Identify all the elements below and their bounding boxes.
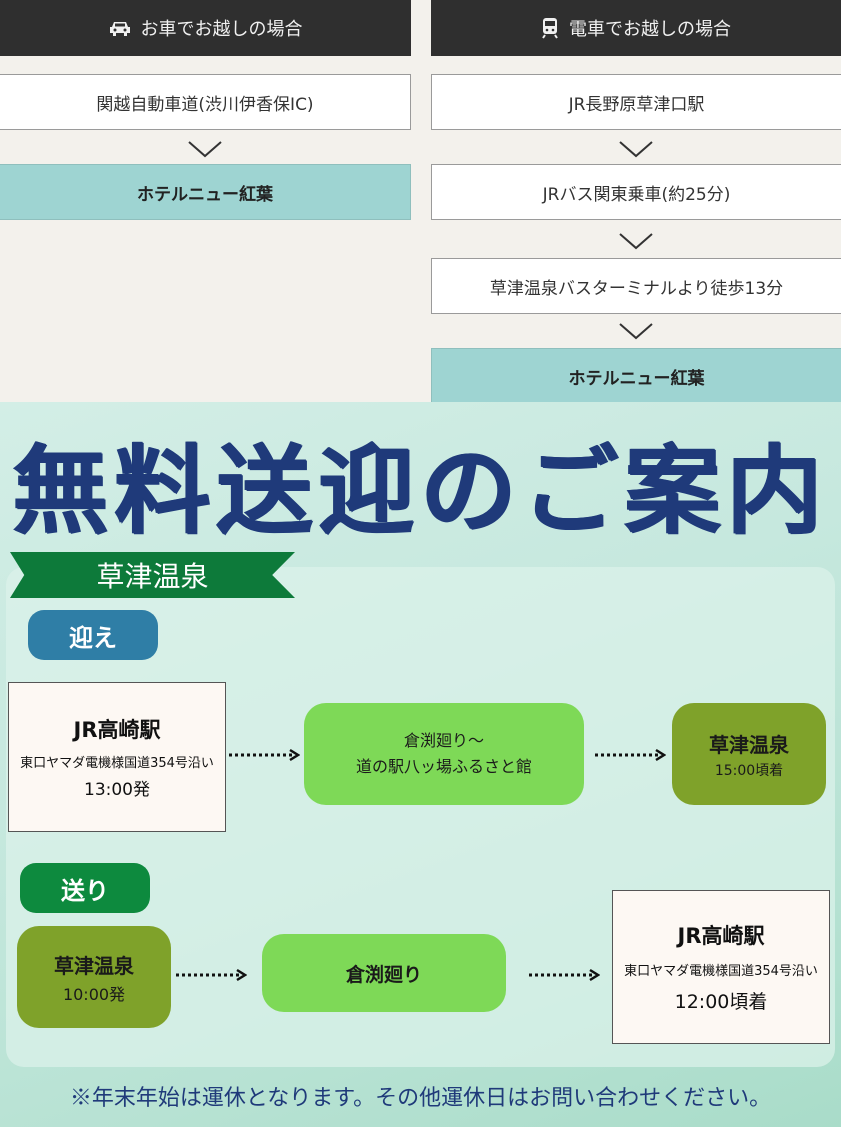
dotted-arrow — [229, 748, 300, 762]
shuttle-title: 無料送迎のご案内 — [12, 434, 829, 547]
car-icon — [109, 22, 130, 36]
train-destination: ホテルニュー紅葉 — [431, 348, 841, 404]
train-step-3: 草津温泉バスターミナルより徒歩13分 — [431, 258, 841, 314]
chevron-down-icon — [188, 141, 222, 158]
pickup-origin-detail: 東口ヤマダ電機様国道354号沿い — [20, 756, 214, 771]
dropoff-via-box: 倉渕廻り — [262, 934, 506, 1012]
dropoff-label: 送り — [20, 863, 150, 913]
car-step-1: 関越自動車道(渋川伊香保IC) — [0, 74, 411, 130]
train-step-2: JRバス関東乗車(約25分) — [431, 164, 841, 220]
service-note: ※年末年始は運休となります。その他運休日はお問い合わせください。 — [69, 1086, 772, 1111]
car-header: お車でお越しの場合 — [0, 0, 411, 56]
train-step-1: JR長野原草津口駅 — [431, 74, 841, 130]
dropoff-destination-detail: 東口ヤマダ電機様国道354号沿い — [624, 964, 818, 979]
pickup-via-line-2: 道の駅八ッ場ふるさと館 — [355, 757, 532, 776]
dropoff-origin-box: 草津温泉 10:00発 — [17, 926, 171, 1028]
car-destination: ホテルニュー紅葉 — [0, 164, 411, 220]
pickup-origin-name: JR高崎駅 — [73, 718, 161, 742]
dotted-arrow — [529, 968, 600, 982]
pickup-origin-time: 13:00発 — [84, 780, 150, 800]
pickup-origin-card: JR高崎駅 東口ヤマダ電機様国道354号沿い 13:00発 — [8, 682, 226, 832]
dropoff-destination-name: JR高崎駅 — [677, 924, 765, 948]
train-header-label: 電車でお越しの場合 — [569, 19, 731, 40]
pickup-via-box: 倉渕廻り～ 道の駅八ッ場ふるさと館 — [304, 703, 584, 805]
access-section: お車でお越しの場合 関越自動車道(渋川伊香保IC) ホテルニュー紅葉 電車でお越… — [0, 0, 841, 404]
dropoff-origin-time: 10:00発 — [62, 984, 126, 1004]
pickup-label: 迎え — [28, 610, 158, 660]
chevron-down-icon — [619, 141, 653, 158]
dropoff-origin-name: 草津温泉 — [54, 953, 134, 978]
pickup-via-line-1: 倉渕廻り～ — [403, 731, 484, 750]
chevron-down-icon — [619, 233, 653, 250]
pickup-destination-box: 草津温泉 15:00頃着 — [672, 703, 826, 805]
chevron-down-icon — [619, 323, 653, 340]
car-header-label: お車でお越しの場合 — [140, 19, 303, 40]
pickup-destination-name: 草津温泉 — [709, 732, 789, 757]
dotted-arrow — [176, 968, 247, 982]
area-ribbon: 草津温泉 — [10, 552, 295, 598]
dropoff-destination-card: JR高崎駅 東口ヤマダ電機様国道354号沿い 12:00頃着 — [612, 890, 830, 1044]
dotted-arrow — [595, 748, 666, 762]
dropoff-destination-time: 12:00頃着 — [674, 991, 768, 1013]
train-icon — [542, 18, 558, 39]
pickup-destination-time: 15:00頃着 — [714, 762, 784, 779]
train-header: 電車でお越しの場合 — [431, 0, 841, 56]
shuttle-section: 無料送迎のご案内 草津温泉 迎え JR高崎駅 東口ヤマダ電機様国道354号沿い … — [0, 402, 841, 1127]
